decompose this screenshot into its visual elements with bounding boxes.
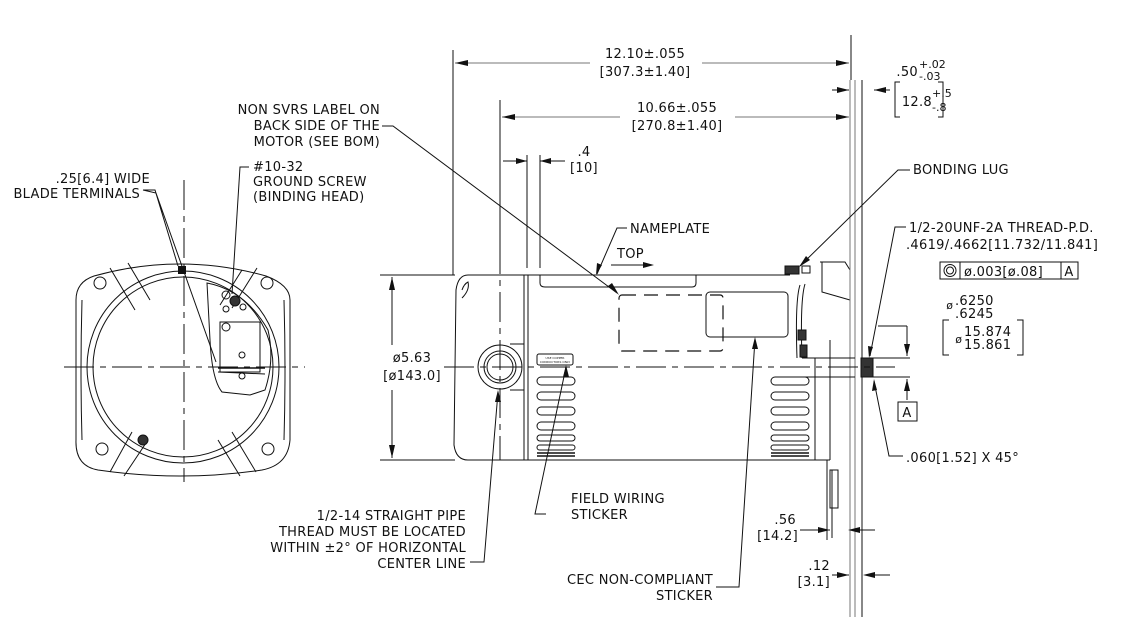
side-view: USE COPPER CONDUCTORS ONLY [444, 80, 910, 617]
callout-ground-screw-2: GROUND SCREW [253, 175, 367, 190]
wire-label [536, 353, 574, 366]
non-svrs-label-outline [618, 294, 724, 352]
datum-a-box [897, 401, 918, 422]
dim-diameter-in: ø5.63 [393, 351, 431, 366]
svg-text:USE COPPER: USE COPPER [545, 356, 564, 360]
dim-shaft-dia-in-max: .6250 [955, 294, 994, 309]
callout-top: TOP [616, 247, 644, 262]
callout-nameplate: NAMEPLATE [630, 222, 710, 237]
callout-field-wiring-2: STICKER [571, 508, 628, 523]
nameplate [539, 275, 697, 288]
dim-shaft-dia-in-min: .6245 [955, 307, 994, 322]
svg-text:CONDUCTORS ONLY: CONDUCTORS ONLY [540, 360, 570, 364]
callout-blade-terminals-1: .25[6.4] WIDE [56, 172, 150, 187]
vent-slots-left [536, 376, 576, 457]
mounting-hole [93, 276, 107, 290]
gdt-datum: A [1064, 265, 1073, 280]
dim-shaft-ext-in: .50 [896, 65, 918, 80]
callout-pipe-thread-2: THREAD MUST BE LOCATED [278, 525, 466, 540]
dim-shaft-ext-mm: 12.8 [902, 95, 932, 110]
callout-bonding-lug: BONDING LUG [913, 163, 1009, 178]
callout-blade-terminals-2: BLADE TERMINALS [13, 187, 140, 202]
dim-end-cap-mm: [10] [570, 161, 598, 176]
dim-flange-thickness-in: .12 [808, 559, 830, 574]
dim-overall-length-mm: [307.3±1.40] [600, 65, 691, 80]
dim-flange-offset-in: .56 [774, 513, 796, 528]
concentricity-icon [943, 264, 957, 277]
svg-text:+.5: +.5 [932, 87, 952, 100]
blade-terminal [178, 266, 186, 274]
drain-plug [137, 434, 149, 446]
dim-shaft-dia-mm-max: 15.874 [964, 325, 1011, 340]
gdt-tolerance: ø.003[ø.08] [964, 265, 1043, 280]
dim-flange-thickness-mm: [3.1] [798, 575, 830, 590]
mounting-hole [260, 276, 274, 290]
mounting-hole [95, 442, 109, 456]
callout-thread-1: 1/2-20UNF-2A THREAD-P.D. [909, 221, 1094, 236]
callout-pipe-thread-4: CENTER LINE [377, 557, 466, 572]
callout-chamfer: .060[1.52] X 45° [906, 451, 1019, 466]
dim-flange-offset-mm: [14.2] [757, 529, 798, 544]
front-view [64, 166, 305, 482]
mounting-hole [261, 442, 275, 456]
field-wiring-sticker-outline [705, 291, 789, 338]
gdt-frame: ø.003[ø.08] A [939, 261, 1079, 280]
callout-non-svrs-1: NON SVRS LABEL ON [238, 103, 380, 118]
vent-slots-right [770, 376, 810, 457]
callout-non-svrs-2: BACK SIDE OF THE [254, 119, 380, 134]
dim-end-cap-in: .4 [577, 145, 590, 160]
callout-pipe-thread-1: 1/2-14 STRAIGHT PIPE [317, 509, 466, 524]
svg-text:ø: ø [946, 299, 953, 312]
callout-non-svrs-3: MOTOR (SEE BOM) [254, 135, 380, 150]
datum-a-label: A [902, 406, 911, 421]
callout-cec-2: STICKER [656, 589, 713, 604]
bonding-lug [784, 265, 800, 275]
svg-text:ø: ø [955, 333, 962, 346]
dim-shaft-dia-mm-min: 15.861 [964, 338, 1011, 353]
dim-body-length-in: 10.66±.055 [637, 101, 717, 116]
callout-thread-2: .4619/.4662[11.732/11.841] [906, 238, 1098, 253]
callout-pipe-thread-3: WITHIN ±2° OF HORIZONTAL [270, 541, 466, 556]
svg-text:-.03: -.03 [919, 70, 940, 83]
svg-text:-.8: -.8 [932, 101, 946, 114]
front-housing-outline [75, 263, 291, 477]
dim-overall-length-in: 12.10±.055 [605, 47, 685, 62]
dim-body-length-mm: [270.8±1.40] [632, 119, 723, 134]
svg-text:+.02: +.02 [919, 58, 946, 71]
ground-screw [229, 295, 241, 307]
callout-cec-1: CEC NON-COMPLIANT [567, 573, 713, 588]
callout-field-wiring-1: FIELD WIRING [571, 492, 665, 507]
callout-ground-screw-3: (BINDING HEAD) [253, 190, 365, 205]
dim-diameter-mm: [ø143.0] [383, 369, 441, 384]
callout-ground-screw-1: #10-32 [253, 160, 303, 175]
